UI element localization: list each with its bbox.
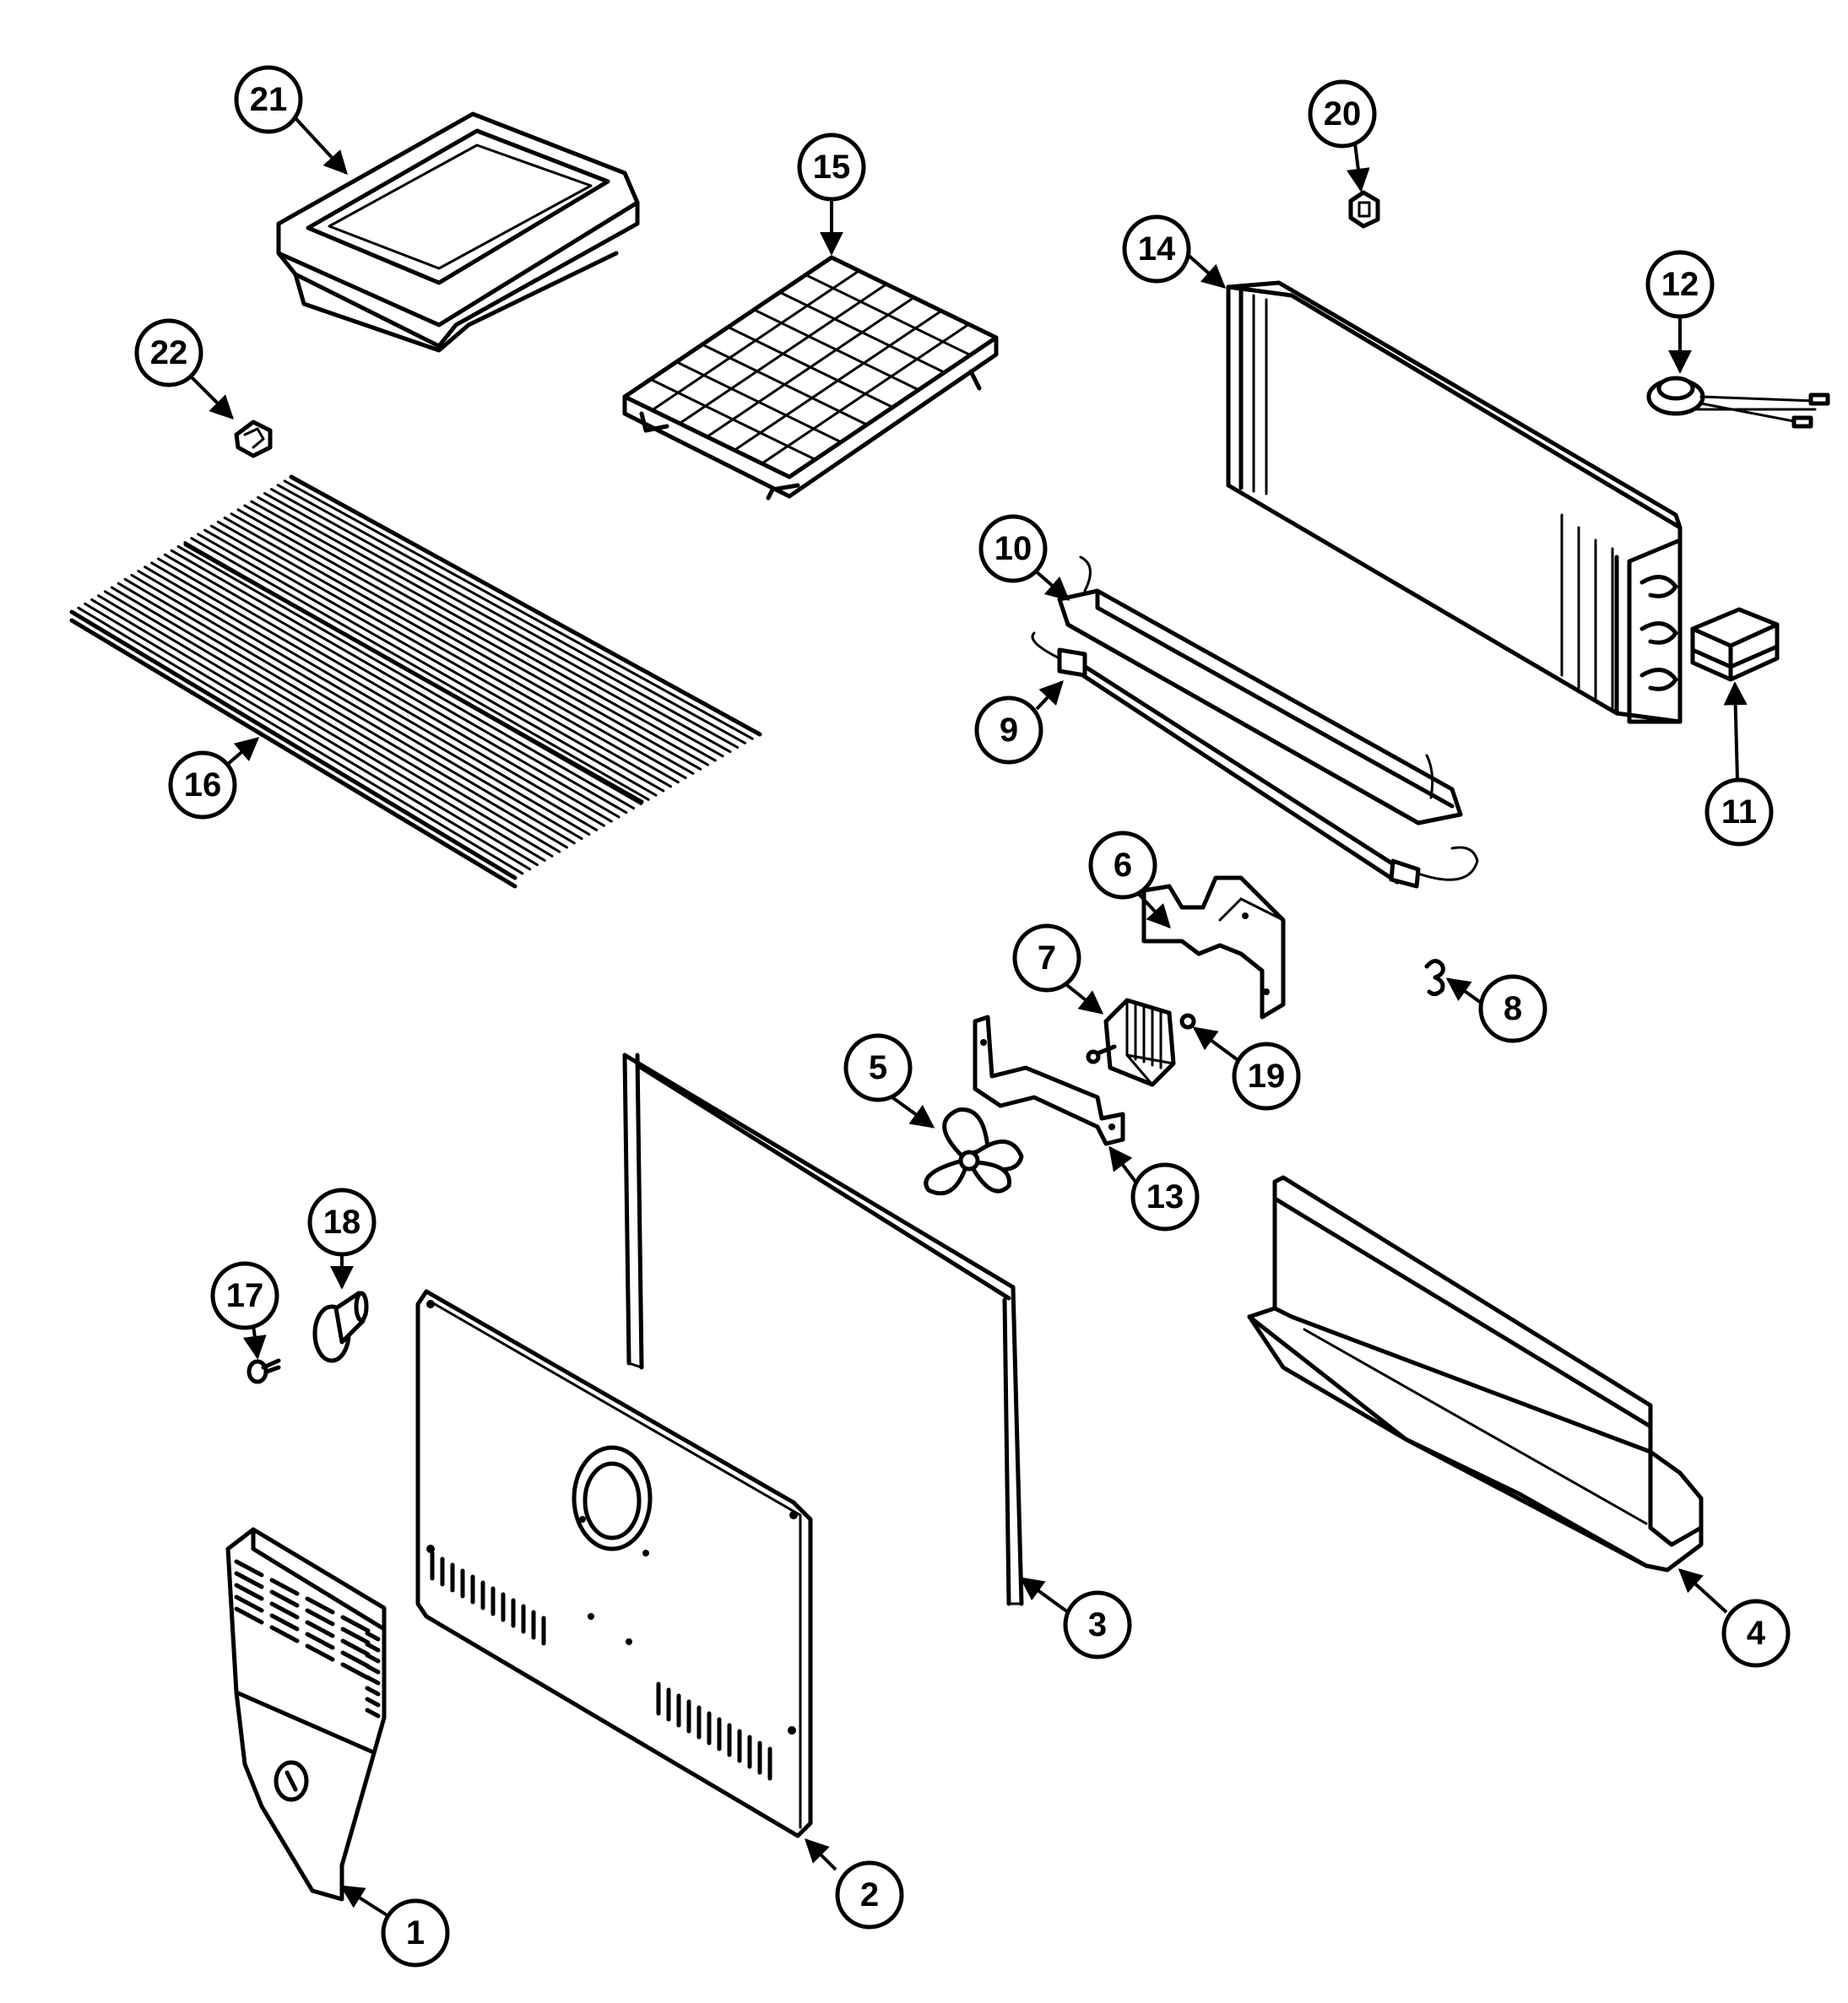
svg-text:18: 18 (323, 1204, 361, 1241)
svg-text:15: 15 (813, 149, 851, 186)
callout-13: 13 (1130, 1162, 1200, 1232)
part-2-rear-panel (415, 1289, 813, 1838)
callout-21: 21 (234, 65, 303, 134)
callout-11: 11 (1704, 777, 1774, 847)
part-8-clip (1424, 959, 1445, 997)
part-15-ice-tray (622, 255, 999, 501)
svg-text:6: 6 (1114, 847, 1132, 884)
callout-18: 18 (307, 1188, 377, 1257)
svg-text:4: 4 (1747, 1615, 1766, 1652)
callout-19: 19 (1232, 1042, 1301, 1111)
part-20-plug (1348, 190, 1380, 229)
svg-text:10: 10 (994, 530, 1032, 567)
svg-text:17: 17 (226, 1277, 264, 1314)
svg-text:14: 14 (1138, 230, 1176, 268)
part-22-clip (234, 420, 273, 458)
part-17-screw (247, 1358, 281, 1384)
part-5-fan-blade (924, 1107, 1024, 1196)
svg-text:7: 7 (1038, 939, 1056, 977)
svg-text:3: 3 (1088, 1606, 1107, 1643)
callout-9: 9 (974, 696, 1043, 765)
callout-16: 16 (168, 750, 237, 820)
callout-15: 15 (797, 133, 866, 202)
svg-text:21: 21 (250, 81, 288, 118)
part-4-channel (1247, 1175, 1704, 1573)
callout-17: 17 (210, 1261, 279, 1330)
svg-text:16: 16 (184, 766, 222, 804)
part-10-heater-trough (1057, 555, 1463, 826)
part-13-motor-bracket (973, 1015, 1125, 1146)
svg-text:8: 8 (1504, 990, 1522, 1027)
callout-14: 14 (1122, 214, 1191, 284)
svg-text:22: 22 (150, 334, 188, 371)
part-1-control-housing (225, 1527, 387, 1902)
callout-4: 4 (1721, 1599, 1791, 1668)
svg-text:20: 20 (1324, 95, 1362, 133)
svg-text:2: 2 (860, 1876, 879, 1914)
svg-text:12: 12 (1661, 266, 1699, 303)
svg-text:1: 1 (406, 1914, 425, 1952)
callout-10: 10 (978, 514, 1048, 583)
callout-3: 3 (1063, 1590, 1132, 1659)
part-9-heater-rod (1031, 631, 1479, 889)
part-12-thermostat (1646, 376, 1830, 429)
svg-text:11: 11 (1721, 793, 1757, 831)
part-21-bin (276, 111, 640, 353)
callout-12: 12 (1645, 250, 1715, 319)
part-18-push-pin (312, 1291, 369, 1363)
part-11-block (1690, 607, 1780, 682)
svg-text:5: 5 (869, 1049, 887, 1086)
svg-text:9: 9 (1000, 712, 1018, 749)
callout-6: 6 (1088, 831, 1157, 900)
callout-5: 5 (843, 1033, 913, 1102)
part-7-fan-motor (1086, 998, 1176, 1087)
callout-20: 20 (1308, 79, 1377, 149)
svg-text:13: 13 (1146, 1178, 1184, 1215)
callout-22: 22 (134, 318, 203, 387)
part-19-ball (1179, 1013, 1196, 1030)
callout-1: 1 (381, 1898, 450, 1968)
callout-8: 8 (1478, 974, 1547, 1043)
part-6-bracket (1141, 875, 1286, 1020)
part-3-frame (622, 1053, 1024, 1606)
callout-7: 7 (1012, 923, 1081, 993)
part-14-evaporator (1226, 280, 1683, 724)
callout-2: 2 (835, 1860, 904, 1930)
part-16-wire-shelf (69, 474, 762, 889)
svg-text:19: 19 (1248, 1058, 1286, 1095)
